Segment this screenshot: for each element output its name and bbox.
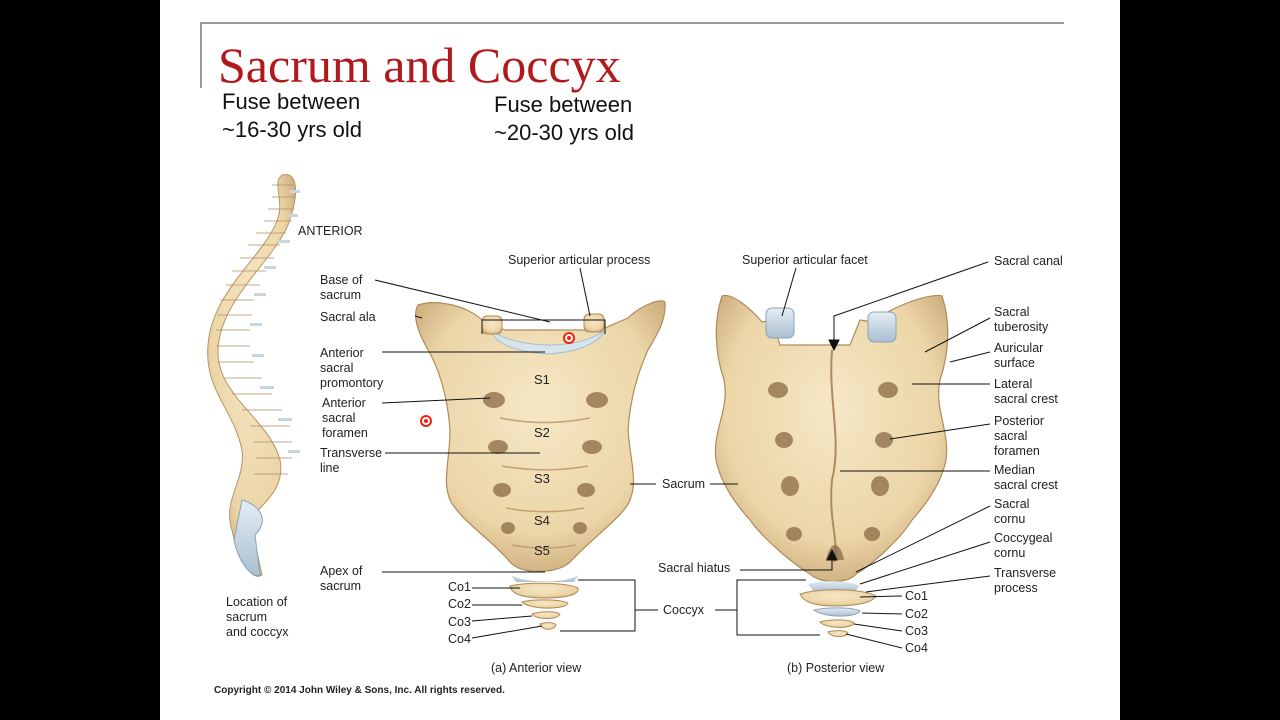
sacrum-fusion-line-1: Fuse between	[222, 89, 361, 114]
median-sacral-crest-label: Median sacral crest	[994, 463, 1058, 493]
promontory-line-3: promontory	[320, 376, 384, 390]
posterior-sacral-foramen-label: Posterior sacral foramen	[994, 414, 1044, 459]
segment-s2: S2	[534, 425, 550, 440]
segment-s4: S4	[534, 513, 550, 528]
auricular-line-1: Auricular	[994, 341, 1044, 355]
anterior-co2-label: Co2	[448, 597, 471, 611]
sacral-cornu-label: Sacral cornu	[994, 497, 1029, 527]
posterior-co2-label: Co2	[905, 607, 928, 621]
sacrum-label: Sacrum	[662, 477, 706, 491]
posterior-foramen-line-2: sacral	[994, 429, 1028, 443]
posterior-view-caption: (b) Posterior view	[787, 661, 885, 675]
sacral-canal-label: Sacral canal	[994, 254, 1063, 268]
transverse-process-line-1: Transverse	[994, 566, 1057, 580]
auricular-line-2: surface	[994, 356, 1035, 370]
tuberosity-line-1: Sacral	[994, 305, 1030, 319]
sacrum-fusion-note: Fuse between ~16-30 yrs old	[222, 88, 362, 144]
coccygeal-cornu-line-1: Coccygeal	[994, 531, 1053, 545]
anterior-foramen-line-1: Anterior	[322, 396, 366, 410]
frame-left-line	[200, 22, 202, 88]
coccyx-fusion-note: Fuse between ~20-30 yrs old	[494, 91, 634, 147]
sacral-cornu-line-2: cornu	[994, 512, 1026, 526]
transverse-process-label: Transverse process	[994, 566, 1056, 596]
anterior-orientation-label: ANTERIOR	[298, 224, 363, 238]
anterior-foramen-line-2: sacral	[322, 411, 356, 425]
auricular-surface-label: Auricular surface	[994, 341, 1043, 371]
location-label: Location of sacrum and coccyx	[226, 595, 289, 640]
coccygeal-cornu-line-2: cornu	[994, 546, 1026, 560]
posterior-foramen-line-3: foramen	[994, 444, 1040, 458]
transverse-process-line-2: process	[994, 581, 1038, 595]
coccyx-fusion-line-2: ~20-30 yrs old	[494, 120, 635, 145]
coccygeal-cornu-label: Coccygeal cornu	[994, 531, 1052, 561]
sacral-ala-label: Sacral ala	[320, 310, 376, 324]
median-crest-line-2: sacral crest	[994, 478, 1058, 492]
posterior-foramen-line-1: Posterior	[994, 414, 1045, 428]
apex-line-2: sacrum	[320, 579, 361, 593]
apex-line-1: Apex of	[320, 564, 363, 578]
promontory-line-2: sacral	[320, 361, 354, 375]
frame-top-line	[200, 22, 1064, 24]
lateral-crest-line-2: sacral crest	[994, 392, 1058, 406]
coccyx-fusion-line-1: Fuse between	[494, 92, 633, 117]
anterior-sacrum-illustration	[415, 300, 666, 630]
spine-illustration	[207, 174, 300, 577]
slide: { "title": "Sacrum and Coccyx", "notes":…	[160, 0, 1120, 720]
sacral-hiatus-label: Sacral hiatus	[658, 561, 731, 575]
location-line-2: sacrum	[226, 610, 267, 624]
segment-s3: S3	[534, 471, 550, 486]
tuberosity-line-2: tuberosity	[994, 320, 1049, 334]
anterior-sacral-foramen-label: Anterior sacral foramen	[322, 396, 368, 441]
base-of-sacrum-label: Base of sacrum	[320, 273, 362, 303]
posterior-co3-label: Co3	[905, 624, 928, 638]
superior-articular-process-label: Superior articular process	[508, 253, 651, 267]
copyright: Copyright © 2014 John Wiley & Sons, Inc.…	[214, 685, 505, 696]
posterior-sacrum-illustration	[714, 294, 949, 638]
superior-articular-facet-label: Superior articular facet	[742, 253, 868, 267]
segment-s1: S1	[534, 372, 550, 387]
location-line-3: and coccyx	[226, 625, 289, 639]
anterior-foramen-line-3: foramen	[322, 426, 368, 440]
location-line-1: Location of	[226, 595, 288, 609]
pointer-marker	[563, 332, 575, 344]
coccyx-label: Coccyx	[663, 603, 704, 617]
transverse-line-line-1: Transverse	[320, 446, 383, 460]
slide-title: Sacrum and Coccyx	[218, 37, 621, 93]
lateral-sacral-crest-label: Lateral sacral crest	[994, 377, 1058, 407]
sacral-cornu-line-1: Sacral	[994, 497, 1030, 511]
transverse-line-label: Transverse line	[320, 446, 382, 476]
base-of-sacrum-line-1: Base of	[320, 273, 363, 287]
anterior-co1-label: Co1	[448, 580, 471, 594]
anterior-view-caption: (a) Anterior view	[491, 661, 582, 675]
anterior-co3-label: Co3	[448, 615, 471, 629]
anterior-sacral-promontory-label: Anterior sacral promontory	[320, 346, 383, 391]
sacrum-fusion-line-2: ~16-30 yrs old	[222, 117, 363, 142]
sacral-tuberosity-label: Sacral tuberosity	[994, 305, 1048, 335]
posterior-co1-label: Co1	[905, 589, 928, 603]
leader-lines	[374, 261, 991, 649]
illustration	[207, 174, 991, 649]
posterior-co4-label: Co4	[905, 641, 928, 655]
anterior-co4-label: Co4	[448, 632, 471, 646]
pointer-marker	[420, 415, 432, 427]
lateral-crest-line-1: Lateral	[994, 377, 1033, 391]
segment-s5: S5	[534, 543, 550, 558]
median-crest-line-1: Median	[994, 463, 1035, 477]
promontory-line-1: Anterior	[320, 346, 364, 360]
transverse-line-line-2: line	[320, 461, 340, 475]
base-of-sacrum-line-2: sacrum	[320, 288, 361, 302]
apex-of-sacrum-label: Apex of sacrum	[320, 564, 362, 594]
